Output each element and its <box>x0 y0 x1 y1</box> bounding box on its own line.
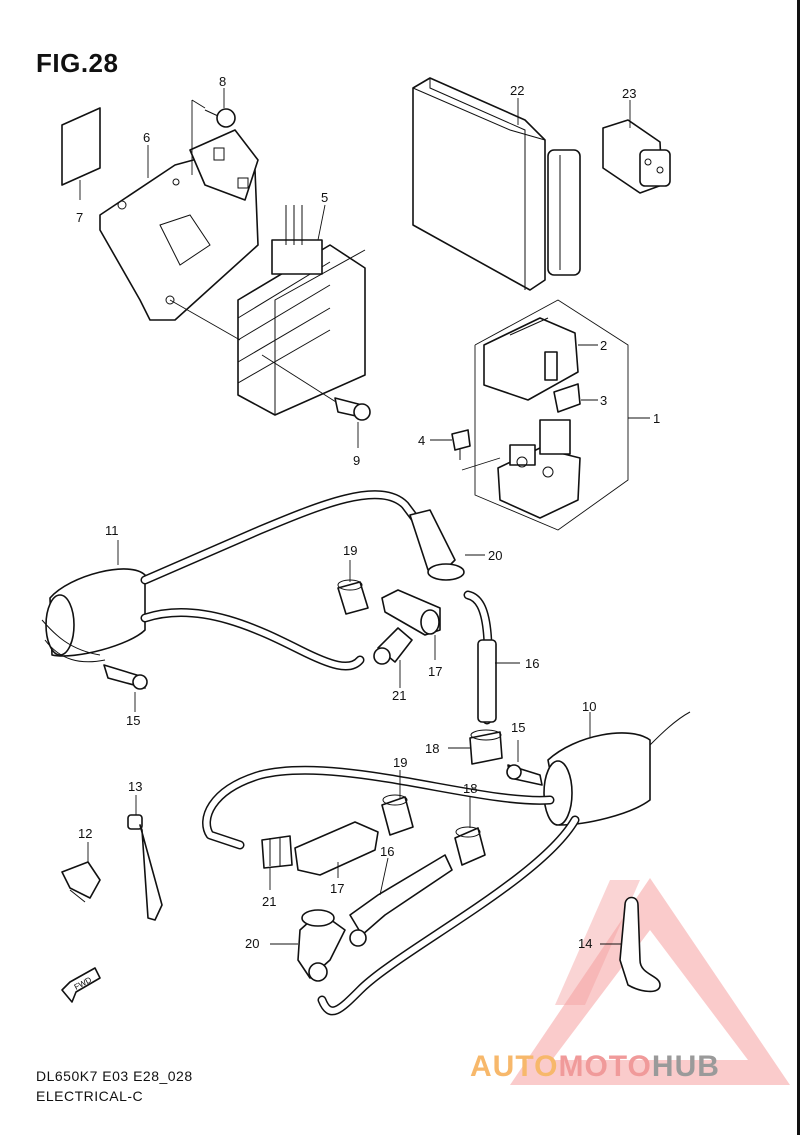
part-9-bolt <box>261 354 371 448</box>
callout-10: 10 <box>582 699 596 714</box>
callout-20-front: 20 <box>488 548 502 563</box>
callout-3: 3 <box>600 393 607 408</box>
callout-labels: 1 2 3 4 5 6 7 8 9 10 11 12 13 14 15 15 1… <box>76 74 660 951</box>
callout-13: 13 <box>128 779 142 794</box>
callout-7: 7 <box>76 210 83 225</box>
callout-23: 23 <box>622 86 636 101</box>
callout-19-front: 19 <box>343 543 357 558</box>
callout-11: 11 <box>105 523 119 538</box>
part-1-relay-assembly <box>430 299 650 531</box>
callout-5: 5 <box>321 190 328 205</box>
callout-21-front: 21 <box>392 688 406 703</box>
callout-22: 22 <box>510 83 524 98</box>
footer-model-code: DL650K7 E03 E28_028 <box>36 1068 193 1084</box>
page-border <box>797 0 800 1135</box>
callout-20-rear: 20 <box>245 936 259 951</box>
part-7-sticker <box>61 107 101 200</box>
callout-6: 6 <box>143 130 150 145</box>
footer-section-name: ELECTRICAL-C <box>36 1088 144 1104</box>
rear-ht-lead <box>202 765 580 1016</box>
part-13-cable-tie <box>127 795 163 921</box>
rear-cap-parts <box>261 770 486 982</box>
callout-19-rear: 19 <box>393 755 407 770</box>
watermark-logo: AUTOMOTOHUB <box>470 1050 720 1084</box>
callout-2: 2 <box>600 338 607 353</box>
callout-18-front: 18 <box>425 741 439 756</box>
part-5-regulator <box>169 204 366 416</box>
callout-4: 4 <box>418 433 425 448</box>
callout-12: 12 <box>78 826 92 841</box>
callout-14: 14 <box>578 936 592 951</box>
callout-9: 9 <box>353 453 360 468</box>
part-8-bolt <box>204 88 236 128</box>
part-10-ignition-coil <box>506 711 691 826</box>
front-ht-lead <box>140 490 485 671</box>
part-22-ecm <box>412 77 581 291</box>
part-23-connector <box>602 100 671 194</box>
part-14-clip <box>600 896 661 993</box>
callout-17-rear: 17 <box>330 881 344 896</box>
part-12-clamp <box>61 842 101 903</box>
watermark-part-auto: AUTO <box>470 1050 559 1083</box>
front-cap-parts <box>337 560 520 765</box>
callout-21-rear: 21 <box>262 894 276 909</box>
fwd-arrow-icon: FWD <box>61 967 101 1003</box>
callout-18-rear: 18 <box>463 781 477 796</box>
figure-title: FIG.28 <box>36 48 119 78</box>
callout-8: 8 <box>219 74 226 89</box>
part-6-bracket <box>99 99 259 321</box>
callout-15-rear: 15 <box>511 720 525 735</box>
callout-16-rear: 16 <box>380 844 394 859</box>
callout-15-front: 15 <box>126 713 140 728</box>
callout-17-front: 17 <box>428 664 442 679</box>
callout-16-front: 16 <box>525 656 539 671</box>
callout-1: 1 <box>653 411 660 426</box>
part-11-ignition-coil <box>41 540 148 712</box>
watermark-part-moto: MOTO <box>558 1050 652 1083</box>
watermark-part-hub: HUB <box>651 1050 720 1083</box>
